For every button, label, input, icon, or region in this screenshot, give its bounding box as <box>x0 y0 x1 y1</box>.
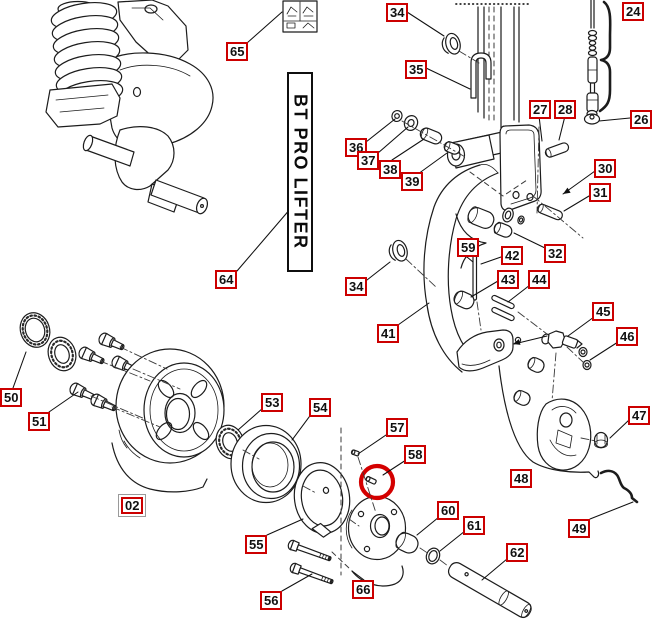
frame-outline-curves <box>111 213 639 587</box>
part-label-24[interactable]: 24 <box>622 2 645 21</box>
part-50-seal <box>19 312 51 348</box>
part-label-50[interactable]: 50 <box>0 388 23 407</box>
spring-clamp <box>45 83 121 128</box>
product-label-text: BT PRO LIFTER <box>290 94 311 250</box>
part-label-53[interactable]: 53 <box>261 393 284 412</box>
part-56-bolts <box>286 538 335 588</box>
part-24-rod-assembly <box>586 0 612 113</box>
axis-lines <box>90 50 597 576</box>
part-label-38[interactable]: 38 <box>379 160 402 179</box>
part-label-02[interactable]: 02 <box>118 494 147 517</box>
part-58-grease-fitting <box>365 476 377 485</box>
part-35-tube <box>470 52 492 99</box>
part-31-pin <box>537 203 563 221</box>
part-label-27[interactable]: 27 <box>529 100 552 119</box>
part-32-bushings <box>467 206 525 238</box>
hidden-edge-dashes <box>469 171 528 197</box>
highlight-circle-58 <box>358 463 396 501</box>
part-label-34[interactable]: 34 <box>345 277 368 296</box>
part-45-fitting <box>541 330 583 349</box>
part-label-61[interactable]: 61 <box>463 516 486 535</box>
arrowheads <box>513 187 571 345</box>
part-38-spacer <box>419 127 443 145</box>
part-label-60[interactable]: 60 <box>437 501 460 520</box>
part-label-30[interactable]: 30 <box>594 159 617 178</box>
part-label-58[interactable]: 58 <box>404 445 427 464</box>
part-55-cover <box>293 462 351 538</box>
part-26-nut <box>583 109 601 125</box>
part-label-43[interactable]: 43 <box>497 270 520 289</box>
part-label-35[interactable]: 35 <box>405 60 428 79</box>
part-28-pin <box>544 142 570 158</box>
part-62-axle <box>447 562 532 619</box>
bearing-inner <box>42 332 82 376</box>
product-label: BT PRO LIFTER <box>287 72 313 272</box>
part-41-lever <box>423 163 522 373</box>
part-48-bracket <box>513 356 592 471</box>
part-label-42[interactable]: 42 <box>501 246 524 265</box>
warning-decal-icon <box>282 0 318 33</box>
part-label-46[interactable]: 46 <box>616 327 639 346</box>
part-label-51[interactable]: 51 <box>28 412 51 431</box>
wheel <box>115 348 225 464</box>
steering-housing <box>117 0 189 61</box>
part-43-bushing <box>453 290 475 310</box>
part-label-64[interactable]: 64 <box>215 270 238 289</box>
part-44-pins <box>491 294 515 322</box>
part-label-65[interactable]: 65 <box>226 42 249 61</box>
part-label-36[interactable]: 36 <box>345 138 368 157</box>
part-label-41[interactable]: 41 <box>377 324 400 343</box>
part-49-rod <box>599 469 639 504</box>
part-60-roller <box>395 531 419 554</box>
part-57-screw <box>350 449 360 457</box>
part-label-44[interactable]: 44 <box>528 270 551 289</box>
part-label-48[interactable]: 48 <box>510 469 533 488</box>
part-54-ring <box>230 424 302 504</box>
part-label-62[interactable]: 62 <box>506 543 529 562</box>
brace-24 <box>598 0 612 113</box>
part-46-nuts <box>578 346 592 371</box>
part-label-28[interactable]: 28 <box>554 100 577 119</box>
part-label-54[interactable]: 54 <box>309 398 332 417</box>
part-47-capnut <box>593 431 609 449</box>
part-34-grommet-bottom <box>388 239 408 262</box>
part-label-31[interactable]: 31 <box>589 183 612 202</box>
axle-shafts <box>82 134 209 215</box>
hub-plate <box>345 495 407 561</box>
part-label-32[interactable]: 32 <box>544 244 567 263</box>
part-59-pin <box>472 253 478 301</box>
fork-assembly <box>45 0 214 215</box>
part-label-39[interactable]: 39 <box>401 172 424 191</box>
part-label-66[interactable]: 66 <box>352 580 375 599</box>
part-label-59[interactable]: 59 <box>457 238 480 257</box>
handle-bracket <box>499 124 542 211</box>
part-label-55[interactable]: 55 <box>245 535 268 554</box>
part-34-grommet-top <box>441 32 461 55</box>
part-label-57[interactable]: 57 <box>386 418 409 437</box>
part-61-ring <box>425 547 441 565</box>
part-label-34[interactable]: 34 <box>386 3 409 22</box>
part-label-47[interactable]: 47 <box>628 406 651 425</box>
part-label-26[interactable]: 26 <box>630 110 653 129</box>
part-label-56[interactable]: 56 <box>260 591 283 610</box>
part-label-37[interactable]: 37 <box>357 151 380 170</box>
part-label-49[interactable]: 49 <box>568 519 591 538</box>
part-36-nut <box>391 109 403 123</box>
part-label-45[interactable]: 45 <box>592 302 615 321</box>
